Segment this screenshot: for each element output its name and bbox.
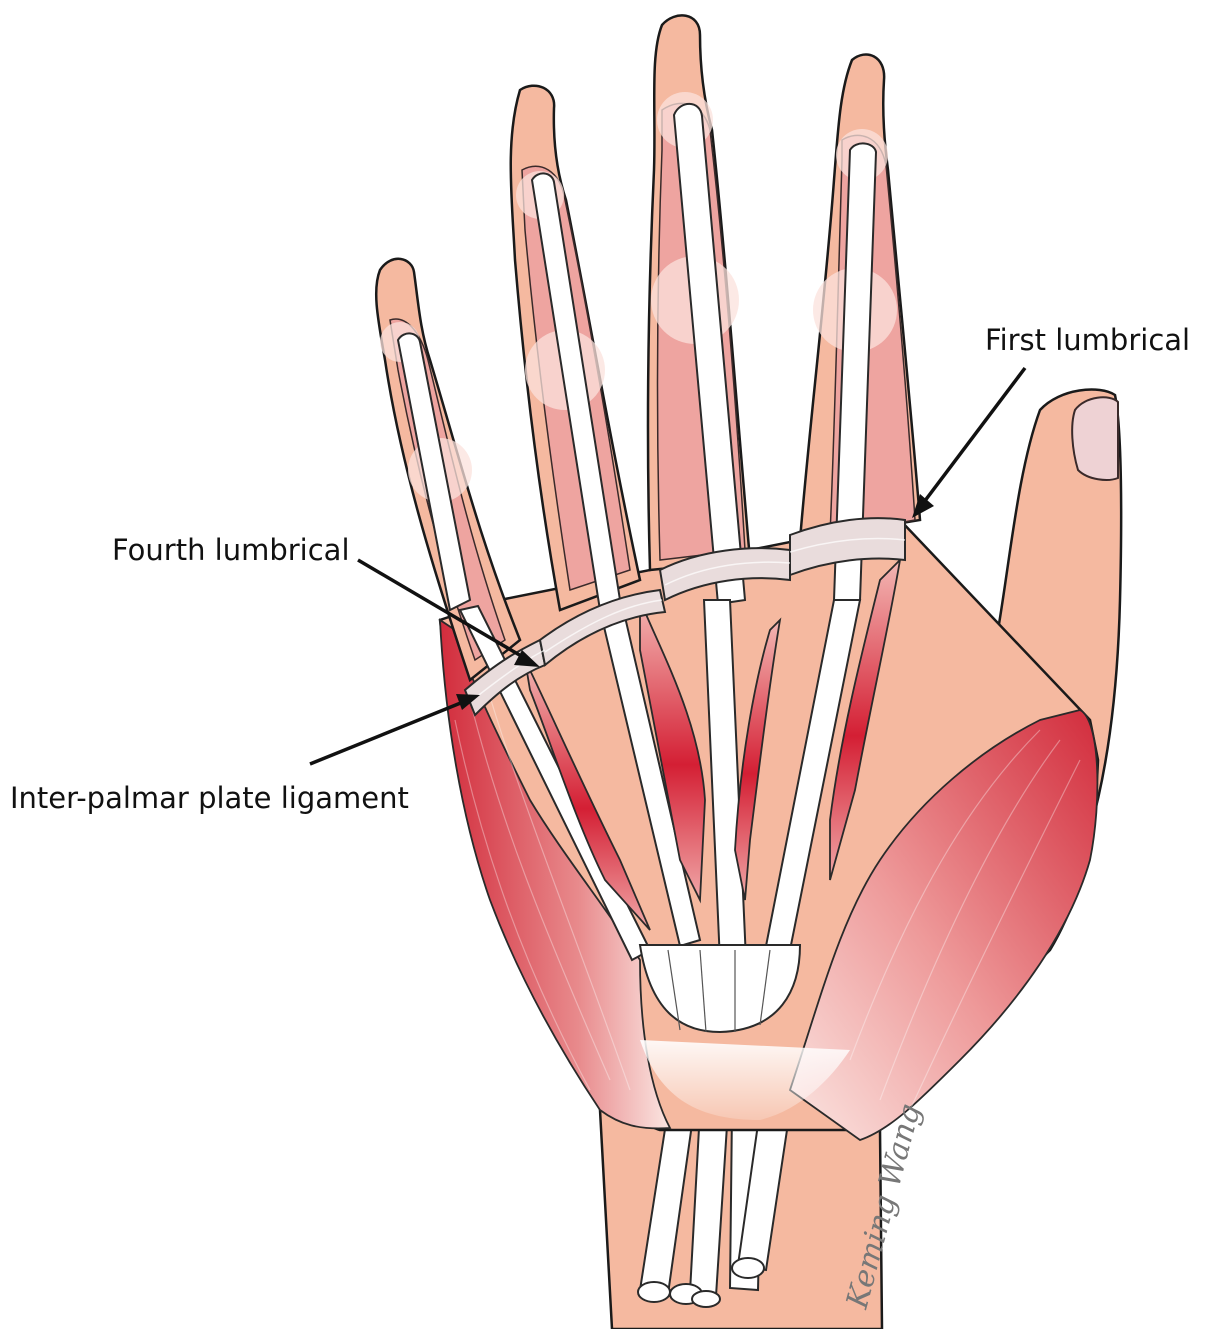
middle-finger [648, 15, 750, 604]
little-finger [376, 259, 520, 680]
label-inter-palmar-plate-ligament: Inter-palmar plate ligament [10, 781, 409, 815]
thumbnail [1072, 397, 1118, 480]
ring-finger [511, 86, 640, 610]
arrow-first-lumbrical [912, 368, 1025, 518]
label-first-lumbrical: First lumbrical [985, 323, 1190, 357]
label-fourth-lumbrical: Fourth lumbrical [112, 533, 350, 567]
